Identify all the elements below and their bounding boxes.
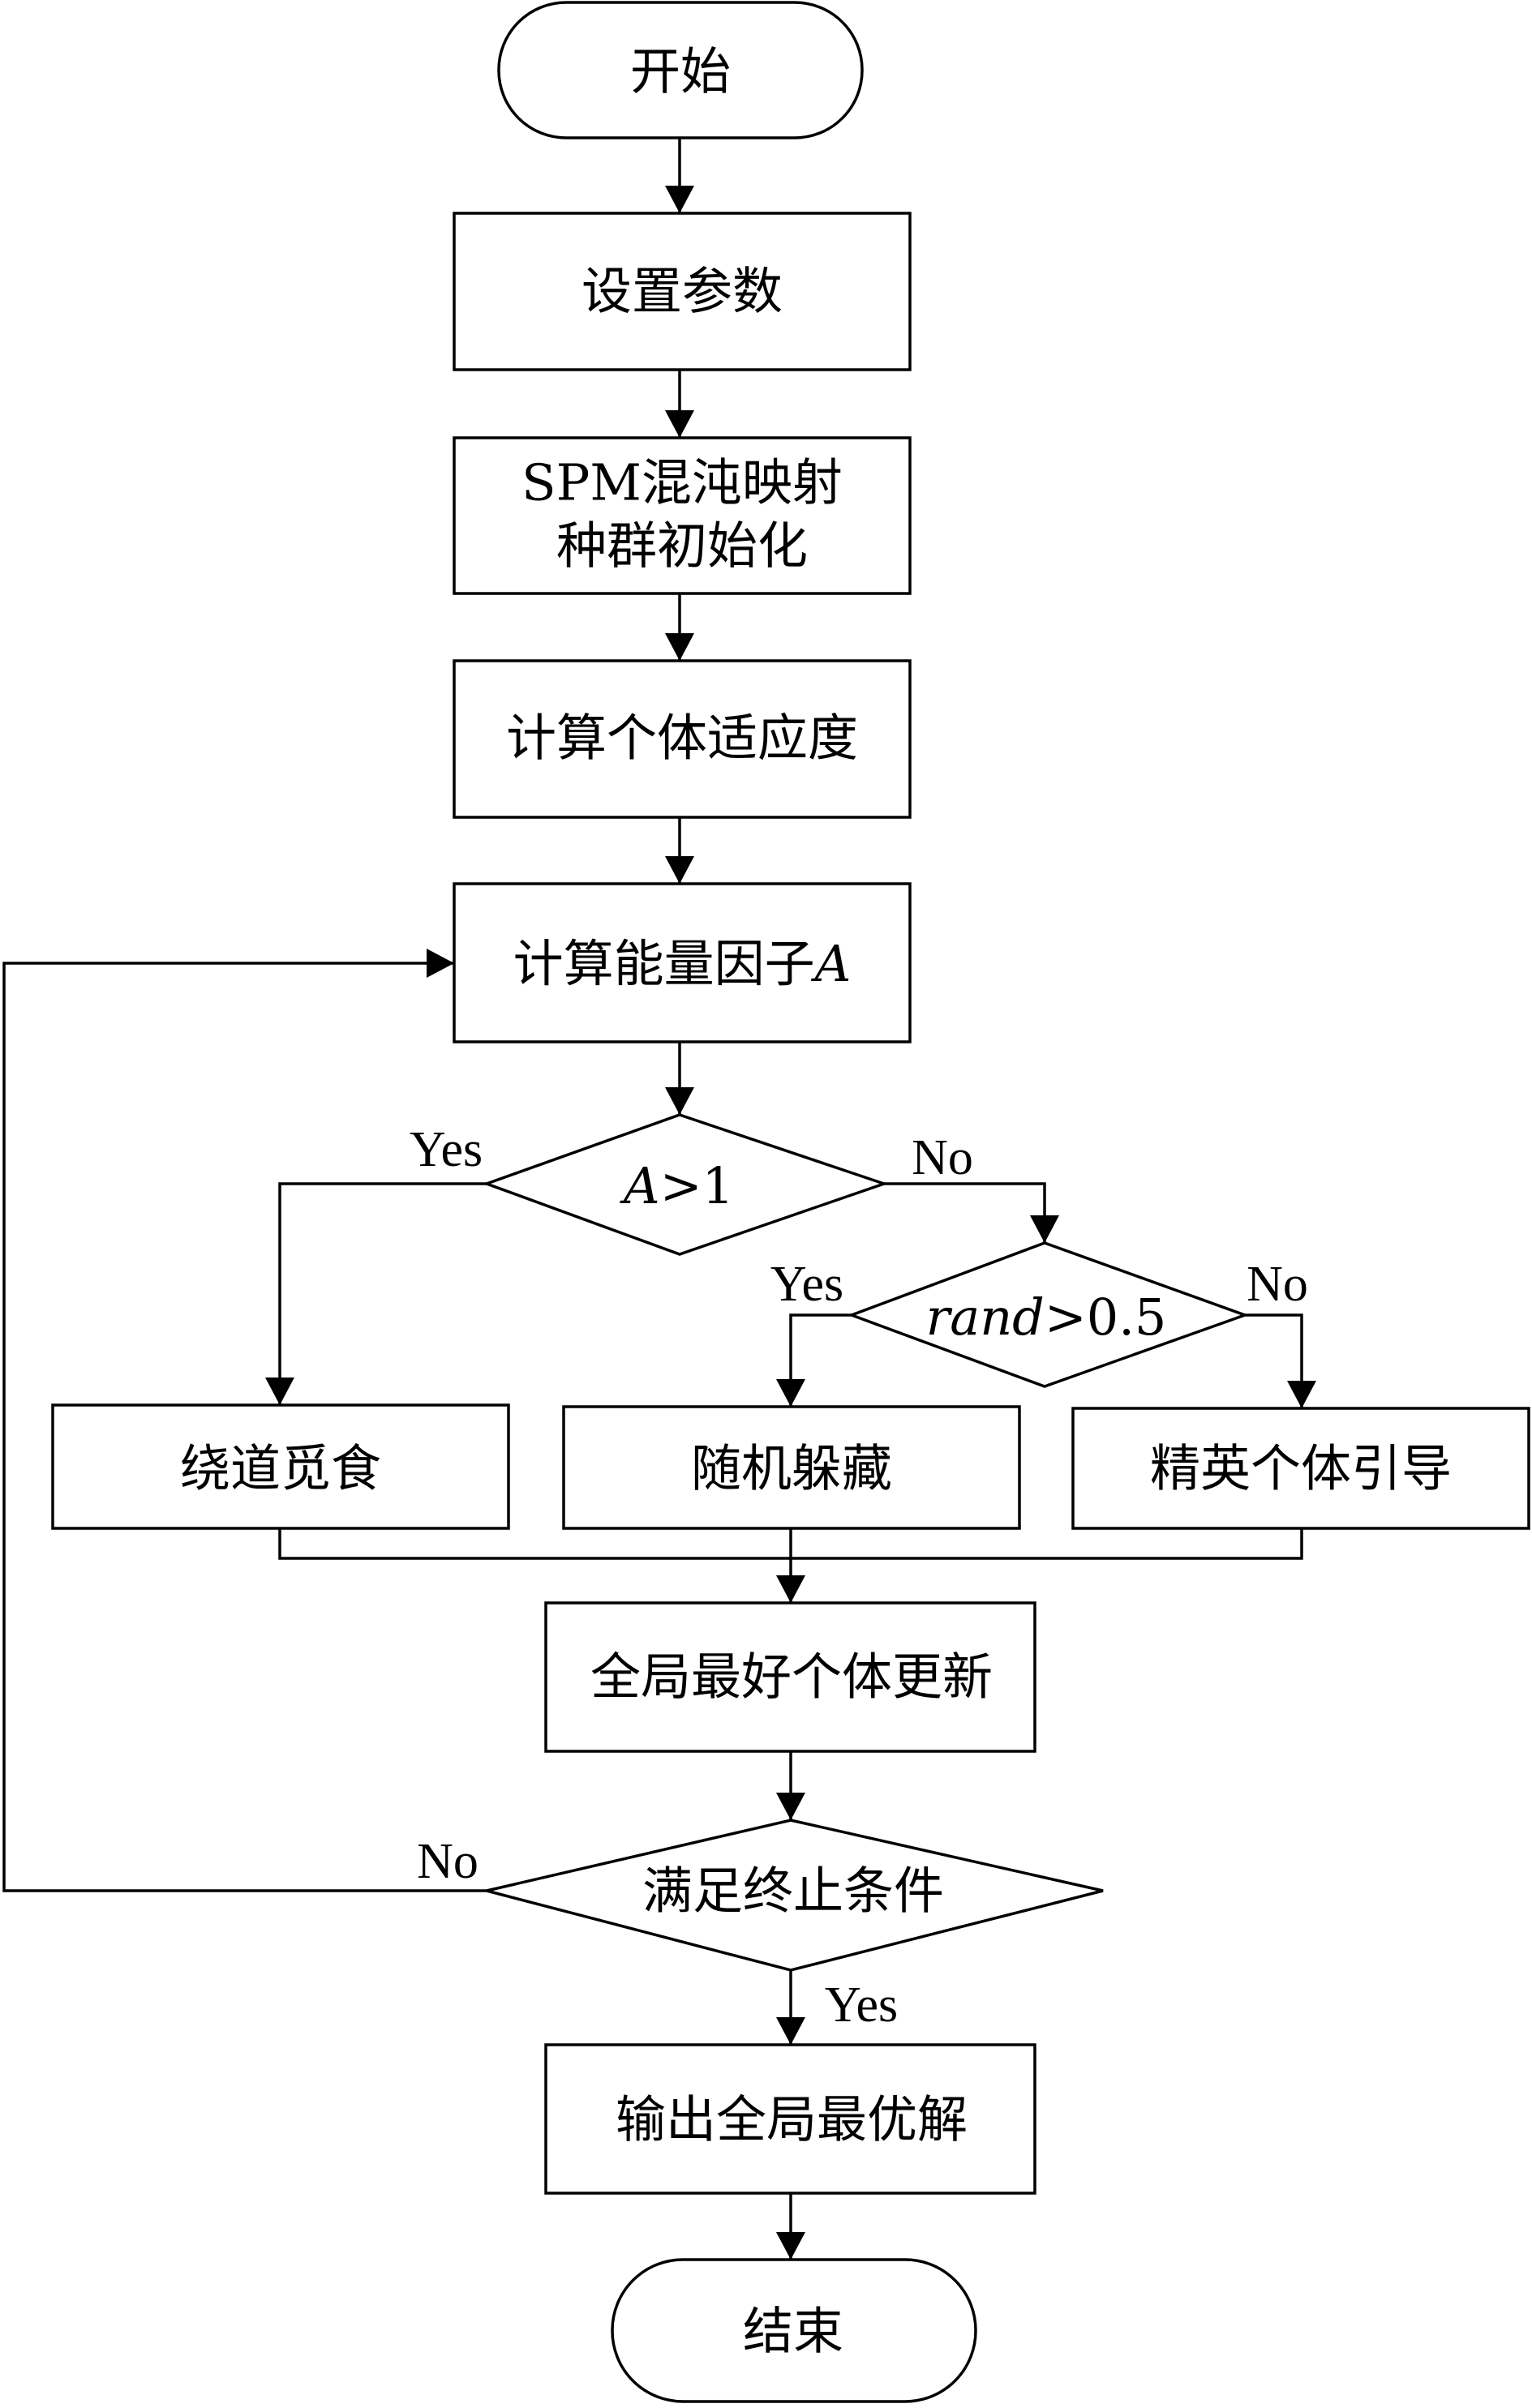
elite-guide-label: 精英个体引导 (1150, 1439, 1452, 1498)
cond2-no-label: No (1247, 1257, 1308, 1312)
energy-prefix: 计算能量因子 (513, 934, 815, 993)
global-update-label: 全局最好个体更新 (590, 1647, 993, 1707)
decision-rand-label: rand>0.5 (926, 1288, 1167, 1347)
decision-a-greater-1: A>1 (482, 1113, 889, 1256)
arrow-cond1-no-to-cond2 (884, 1182, 1059, 1243)
cond2-yes-label: Yes (770, 1257, 843, 1312)
start-node: 开始 (497, 1, 864, 139)
cond1-no-label: No (912, 1130, 973, 1185)
cond1-var: A (620, 1156, 660, 1215)
connectors (2, 138, 1316, 2260)
arrow-cond2-no-to-elite (1245, 1313, 1316, 1408)
cond2-rest: >0.5 (1045, 1288, 1167, 1347)
init-box: SPM混沌映射 种群初始化 (453, 436, 912, 595)
detour-box: 绕道觅食 (51, 1403, 510, 1530)
arrow-terminate-no-loop (2, 949, 487, 1892)
output-box: 输出全局最优解 (544, 2043, 1036, 2195)
decision-a-label: A>1 (620, 1156, 734, 1215)
random-hide-box: 随机躲藏 (562, 1405, 1021, 1530)
detour-label: 绕道觅食 (180, 1439, 381, 1498)
term-no-label: No (417, 1834, 478, 1889)
random-hide-label: 随机躲藏 (691, 1439, 892, 1498)
decision-terminate: 满足终止条件 (486, 1819, 1104, 1972)
set-params-label: 设置参数 (581, 262, 783, 321)
cond2-var: rand (926, 1288, 1045, 1347)
energy-label: 计算能量因子A (513, 934, 852, 993)
init-label-line1: SPM混沌映射 (521, 453, 843, 512)
elite-guide-box: 精英个体引导 (1071, 1407, 1530, 1530)
cond1-yes-label: Yes (410, 1122, 483, 1177)
end-label: 结束 (743, 2302, 843, 2361)
global-update-box: 全局最好个体更新 (544, 1601, 1036, 1753)
energy-box: 计算能量因子A (453, 882, 912, 1043)
arrow-cond1-yes-to-detour (265, 1182, 487, 1405)
energy-var: A (811, 934, 852, 993)
end-node: 结束 (611, 2258, 977, 2403)
decision-terminate-label: 满足终止条件 (642, 1862, 944, 1921)
fitness-box: 计算个体适应度 (453, 659, 912, 819)
init-label-line2: 种群初始化 (556, 516, 808, 576)
decision-rand-greater-half: rand>0.5 (847, 1241, 1250, 1388)
cond1-rest: >1 (660, 1156, 734, 1215)
set-params-box: 设置参数 (453, 212, 912, 371)
fitness-label: 计算个体适应度 (506, 709, 858, 768)
output-label: 输出全局最优解 (616, 2090, 968, 2149)
start-label: 开始 (630, 42, 731, 101)
arrow-cond2-yes-to-hide (776, 1313, 852, 1407)
term-yes-label: Yes (825, 1977, 898, 2033)
